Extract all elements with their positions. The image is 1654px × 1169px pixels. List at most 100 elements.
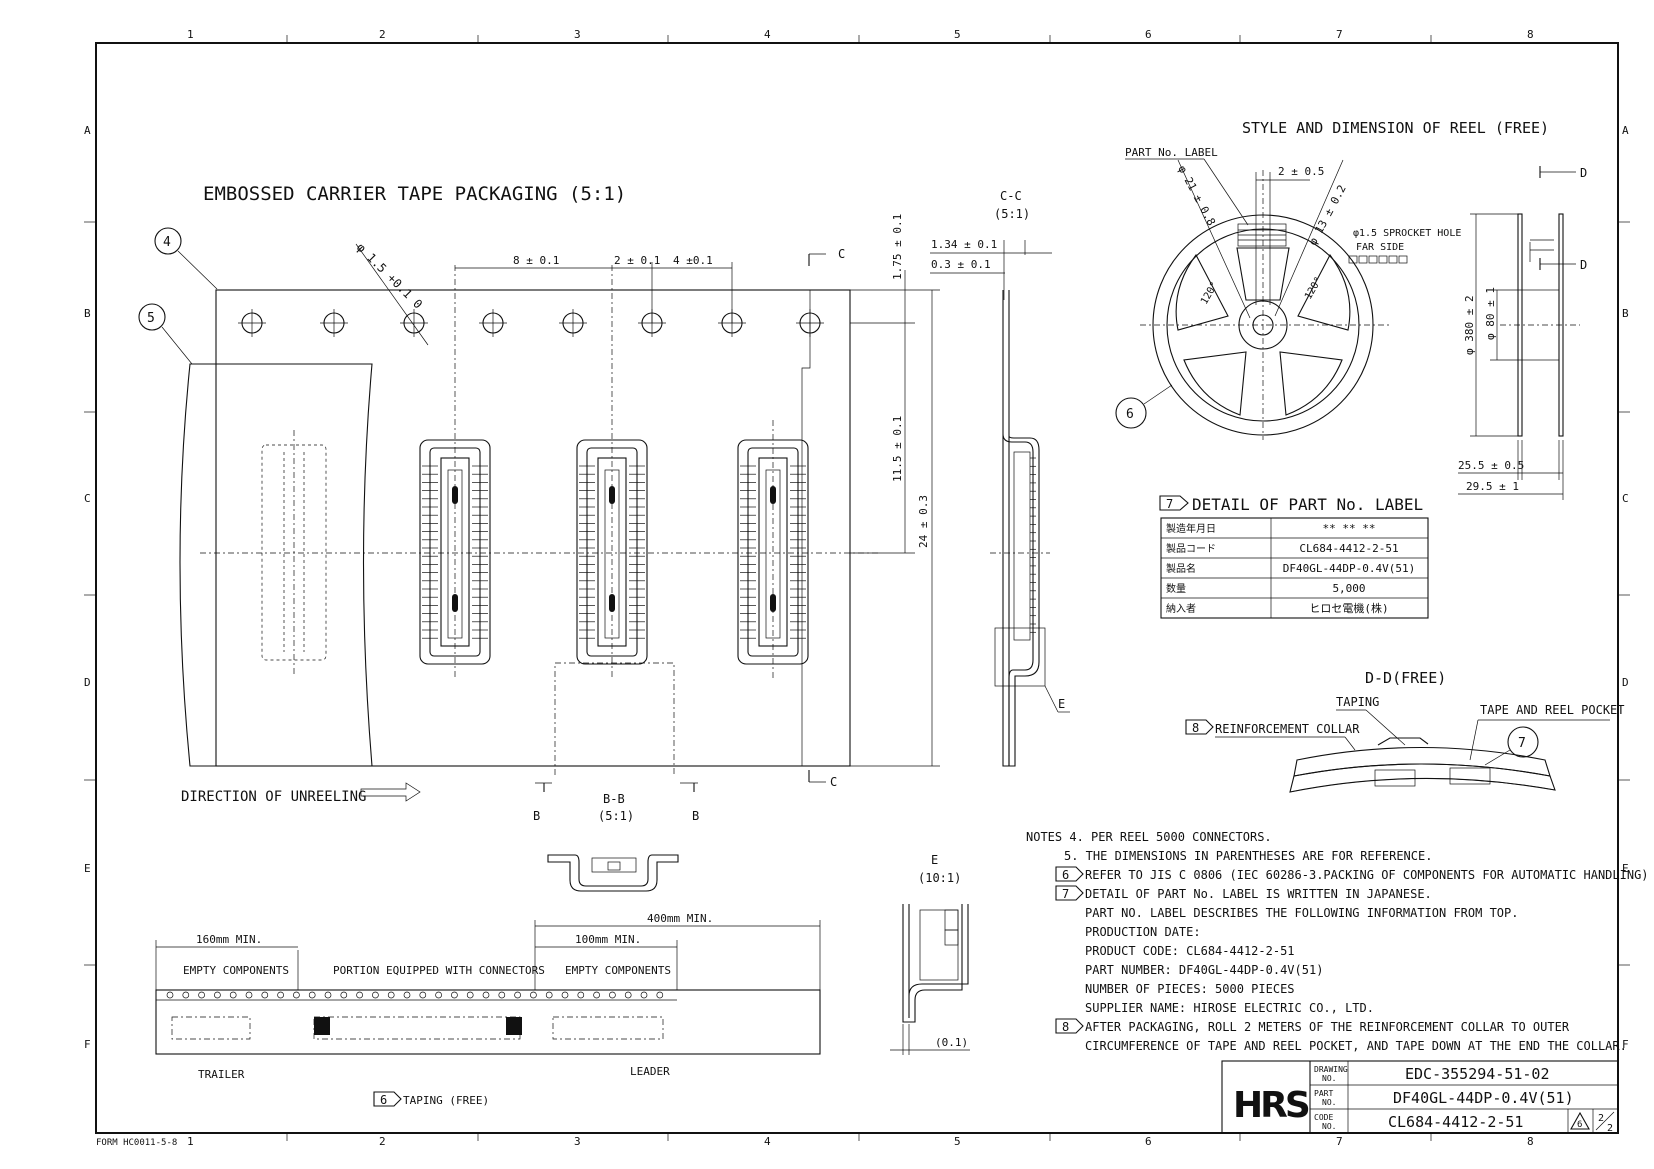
section-c-bottom: C: [830, 775, 837, 789]
bb-scale: (5:1): [598, 809, 634, 823]
cover-tape: [179, 363, 373, 767]
col-label-bottom: 6: [1145, 1135, 1152, 1148]
direction-label: DIRECTION OF UNREELING: [181, 789, 366, 805]
tape-title: EMBOSSED CARRIER TAPE PACKAGING (5:1): [203, 183, 626, 205]
taping-portion: PORTION EQUIPPED WITH CONNECTORS: [333, 964, 545, 977]
taping-empty-2: EMPTY COMPONENTS: [565, 964, 671, 977]
label-row-key: 製品コード: [1166, 542, 1216, 555]
cc-e-label: E: [1058, 697, 1065, 711]
dd-taping: TAPING: [1336, 695, 1379, 709]
title-block: HRS DRAWING NO. EDC-355294-51-02 PART NO…: [1221, 1060, 1619, 1134]
label-table: [1160, 517, 1429, 619]
taping-num-box: [373, 1091, 402, 1107]
reel-view: STYLE AND DIMENSION OF REEL (FREE) PART …: [1115, 119, 1587, 500]
cc-dim-03: 0.3 ± 0.1: [931, 258, 991, 271]
label-row-key: 納入者: [1166, 602, 1196, 615]
col-label-top: 7: [1336, 28, 1343, 41]
label-row-value: CL684-4412-2-51: [1299, 542, 1398, 555]
section-d-top: D: [1580, 166, 1587, 180]
connector: [419, 439, 491, 665]
ghost-connector: [261, 444, 327, 661]
callout-6-circle: [1115, 397, 1147, 429]
label-detail: 7 DETAIL OF PART No. LABEL 製造年月日** ** **…: [1159, 495, 1429, 619]
row-label-right: F: [1622, 1038, 1629, 1051]
part-no: DF40GL-44DP-0.4V(51): [1393, 1089, 1574, 1107]
connector: [576, 439, 648, 665]
drawing-lbl-2: NO.: [1322, 1074, 1336, 1083]
sprocket-holes: [238, 309, 824, 337]
code-lbl-1: CODE: [1314, 1113, 1333, 1122]
section-c-top: C: [838, 247, 845, 261]
note-8: AFTER PACKAGING, ROLL 2 METERS OF THE RE…: [1085, 1020, 1570, 1034]
reel-dim-80: φ 80 ± 1: [1484, 287, 1497, 340]
dim-115: 11.5 ± 0.1: [891, 416, 904, 482]
reel-dim-255: 25.5 ± 0.5: [1458, 459, 1524, 472]
dd-section-view: D-D(FREE) TAPING TAPE AND REEL POCKET 8 …: [1185, 669, 1625, 793]
section-b-right: B: [692, 809, 699, 823]
revision: 6: [1577, 1120, 1582, 1130]
taping-leader: LEADER: [630, 1065, 670, 1078]
col-label-bottom: 5: [954, 1135, 961, 1148]
col-label-top: 5: [954, 28, 961, 41]
row-label-left: D: [84, 676, 91, 689]
label-detail-num: 7: [1166, 497, 1173, 511]
label-row-value: DF40GL-44DP-0.4V(51): [1283, 562, 1415, 575]
col-label-bottom: 4: [764, 1135, 771, 1148]
taping-empty-1: EMPTY COMPONENTS: [183, 964, 289, 977]
angle-left: 120°: [1199, 280, 1221, 306]
note-7d: PART NUMBER: DF40GL-44DP-0.4V(51): [1085, 963, 1323, 977]
connector: [737, 439, 809, 665]
col-label-top: 8: [1527, 28, 1534, 41]
e-view: E (10:1) (0.1): [890, 853, 970, 1055]
note-7c: PRODUCT CODE: CL684-4412-2-51: [1085, 944, 1295, 958]
carrier-tape-body: [215, 289, 851, 767]
carrier-tape-view: EMBOSSED CARRIER TAPE PACKAGING (5:1) 4 …: [138, 183, 940, 892]
bb-section: [547, 854, 679, 892]
drawing-lbl-1: DRAWING: [1314, 1065, 1348, 1074]
note-8b: CIRCUMFERENCE OF TAPE AND REEL POCKET, A…: [1085, 1039, 1627, 1053]
row-label-left: C: [84, 492, 91, 505]
e-title: E: [931, 853, 938, 867]
callout-5: 5: [147, 311, 155, 326]
col-label-top: 3: [574, 28, 581, 41]
row-label-left: B: [84, 307, 91, 320]
label-row-key: 製品名: [1166, 562, 1196, 575]
e-scale: (10:1): [918, 871, 961, 885]
pitch-dim: 8 ± 0.1: [513, 254, 559, 267]
callout-7-circle: [1507, 726, 1539, 758]
dim-175: 1.75 ± 0.1: [891, 214, 904, 280]
col-label-bottom: 8: [1527, 1135, 1534, 1148]
taping-dim-400: 400mm MIN.: [647, 912, 713, 925]
row-label-right: E: [1622, 862, 1629, 875]
collar-num-box: [1185, 719, 1214, 735]
reel-window-left: [1175, 253, 1229, 331]
dd-collar: REINFORCEMENT COLLAR: [1215, 722, 1360, 736]
reel-window-bl: [1183, 351, 1247, 416]
taping-strip: [155, 989, 821, 1055]
part-lbl-2: NO.: [1322, 1098, 1336, 1107]
label-detail-num-box: [1159, 495, 1189, 511]
row-label-right: B: [1622, 307, 1629, 320]
row-label-right: D: [1622, 676, 1629, 689]
cc-scale: (5:1): [994, 207, 1030, 221]
col-label-top: 6: [1145, 28, 1152, 41]
row-label-right: A: [1622, 124, 1629, 137]
col-label-top: 2: [379, 28, 386, 41]
sheet-den: 2: [1607, 1123, 1613, 1134]
taping-trailer: TRAILER: [198, 1068, 245, 1081]
reel-dim-295: 29.5 ± 1: [1466, 480, 1519, 493]
notes: NOTES 4. PER REEL 5000 CONNECTORS. 5. TH…: [1026, 830, 1649, 1053]
taping-label: TAPING (FREE): [403, 1094, 489, 1107]
note-7a: PART NO. LABEL DESCRIBES THE FOLLOWING I…: [1085, 906, 1518, 920]
direction-arrow: [360, 782, 421, 802]
note-7: DETAIL OF PART No. LABEL IS WRITTEN IN J…: [1085, 887, 1432, 901]
callout-4: 4: [163, 235, 171, 250]
col-label-bottom: 7: [1336, 1135, 1343, 1148]
col-label-bottom: 3: [574, 1135, 581, 1148]
reel-dim-13: φ 13 ± 0.2: [1306, 183, 1349, 248]
note-4: NOTES 4. PER REEL 5000 CONNECTORS.: [1026, 830, 1272, 844]
callout-6: 6: [1126, 407, 1134, 422]
dd-title: D-D(FREE): [1365, 669, 1446, 687]
label-row-value: ** ** **: [1323, 522, 1376, 535]
